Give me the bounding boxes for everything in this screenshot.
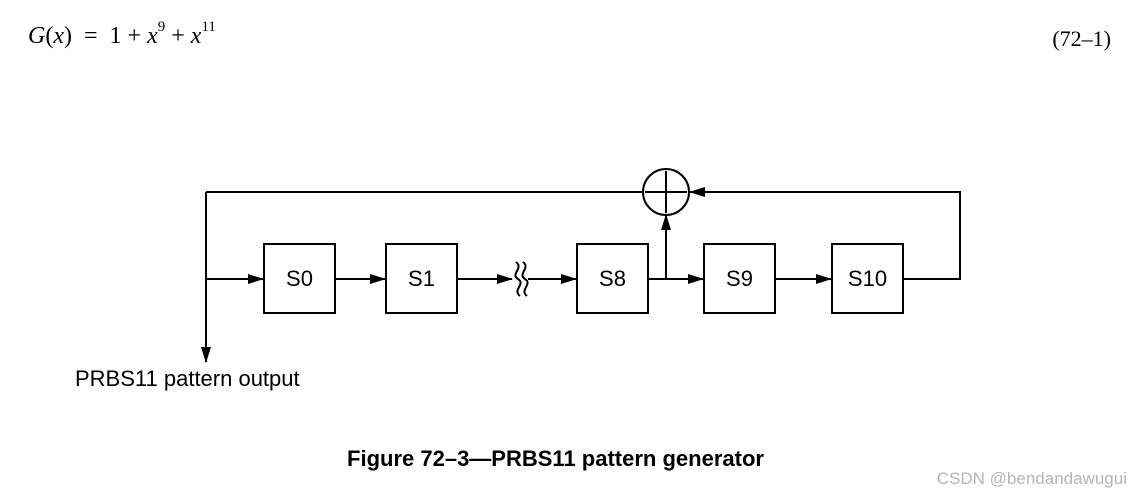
equation-exponent-1: 9 — [157, 19, 166, 35]
equation-constant: 1 — [109, 23, 122, 49]
register-s1-label: S1 — [408, 266, 435, 291]
break-symbol-b — [521, 261, 529, 297]
break-symbol-a — [514, 261, 522, 297]
register-s8 — [576, 243, 649, 314]
prbs11-generator-diagram: S0 S1 S8 S9 S10 — [201, 168, 961, 363]
feedback-s10-xor — [689, 187, 961, 280]
equation-variable: x — [53, 23, 64, 49]
register-s10 — [831, 243, 904, 314]
polynomial-equation: G(x) = 1 + x9 + x11 — [28, 19, 216, 49]
register-s10-label: S10 — [848, 266, 887, 291]
watermark: CSDN @bendandawugui — [936, 469, 1127, 488]
register-s1 — [385, 243, 458, 314]
register-s9 — [703, 243, 776, 314]
register-s0-label: S0 — [286, 266, 313, 291]
equation-number: (72–1) — [1052, 26, 1111, 51]
equation-exponent-2: 11 — [201, 19, 216, 35]
xor-adder — [642, 168, 690, 216]
register-s0 — [263, 243, 336, 314]
register-s8-label: S8 — [599, 266, 626, 291]
output-label: PRBS11 pattern output — [75, 366, 300, 391]
equation-function: G — [28, 23, 46, 49]
register-s9-label: S9 — [726, 266, 753, 291]
figure-caption: Figure 72–3—PRBS11 pattern generator — [347, 446, 764, 471]
